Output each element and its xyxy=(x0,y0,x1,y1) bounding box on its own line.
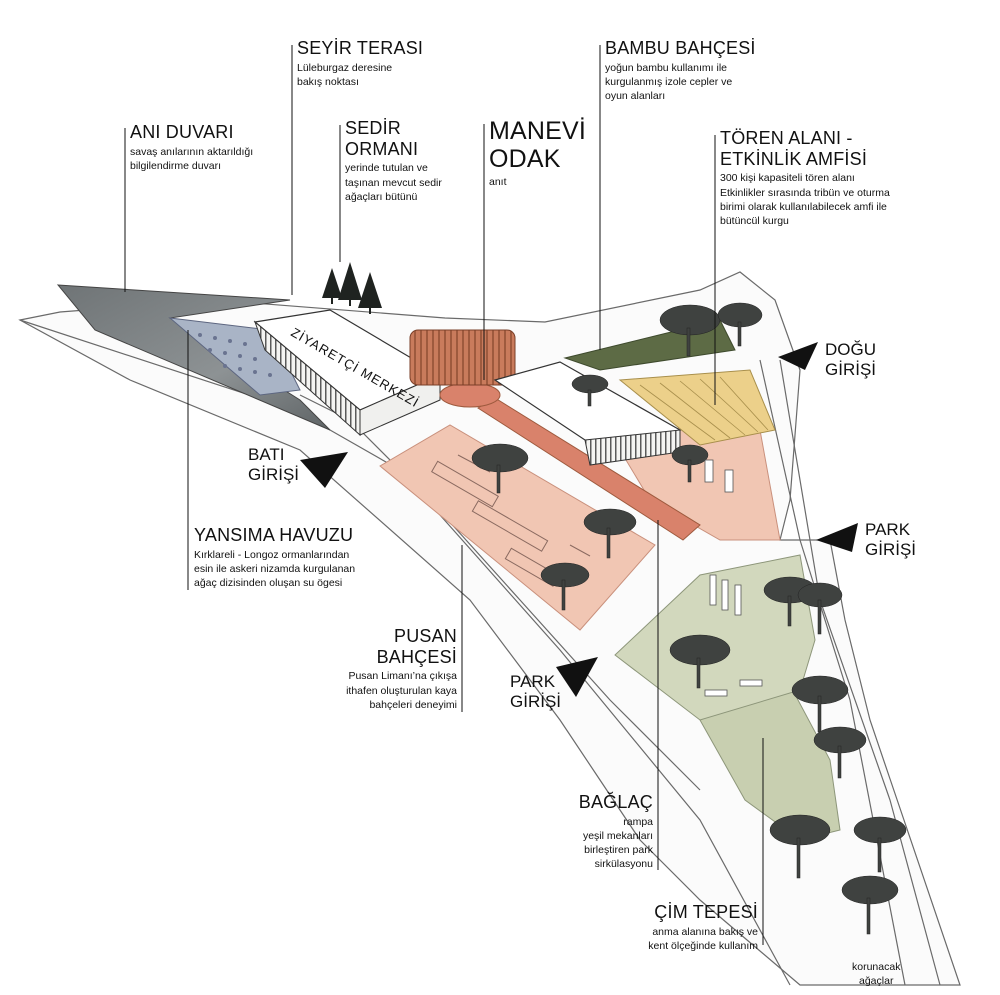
label-korunacak-agaclar: korunacak ağaçlar xyxy=(852,958,900,988)
seyir-terasi-desc: Lüleburgaz deresine bakış noktası xyxy=(297,61,393,88)
entrance-dogu: DOĞU GİRİŞİ xyxy=(825,340,876,381)
entrance-arrows xyxy=(300,342,858,697)
park-east-line2: GİRİŞİ xyxy=(865,540,917,560)
sedir-ormani-trees xyxy=(322,262,382,314)
label-cim-tepesi: ÇİM TEPESİ anma alanına bakış ve kent öl… xyxy=(560,902,758,953)
dogu-line1: DOĞU xyxy=(825,340,876,359)
pusan-bahcesi-title: PUSAN BAHÇESİ xyxy=(376,626,457,667)
korunacak-agaclar-desc: korunacak ağaçlar xyxy=(852,961,901,988)
ziyaretci-merkezi-side xyxy=(359,374,441,436)
park-benches xyxy=(704,459,763,697)
trees xyxy=(471,302,907,935)
park-mid-line2: GİRİŞİ xyxy=(510,692,562,712)
bati-line2: GİRİŞİ xyxy=(248,465,300,485)
pusan-bahcesi-desc: Pusan Limanı’na çıkışa ithafen oluşturul… xyxy=(346,670,457,711)
park-east-line1: PARK xyxy=(865,520,911,539)
entrance-park-mid: PARK GİRİŞİ xyxy=(510,672,561,713)
manevi-odak-base xyxy=(439,382,501,408)
label-manevi-odak: MANEVİ ODAK anıt xyxy=(489,117,587,189)
baglac-desc: rampa yeşil mekanları birleştiren park s… xyxy=(582,815,653,871)
label-toren-alani: TÖREN ALANI - ETKİNLİK AMFİSİ 300 kişi k… xyxy=(720,128,890,228)
label-ani-duvari: ANI DUVARI savaş anılarının aktarıldığı … xyxy=(130,122,253,173)
ani-duvari-desc: savaş anılarının aktarıldığı bilgilendir… xyxy=(130,145,254,172)
bambu-bahcesi-title: BAMBU BAHÇESİ xyxy=(605,38,756,58)
bambu-bahcesi-desc: yoğun bambu kullanımı ile kurgulanmış iz… xyxy=(605,61,733,103)
ani-duvari-title: ANI DUVARI xyxy=(130,122,234,142)
dogu-girisi-arrow-icon xyxy=(778,342,818,370)
park-mid-girisi-arrow-icon xyxy=(556,657,598,697)
label-baglac: BAĞLAÇ rampa yeşil mekanları birleştiren… xyxy=(520,792,653,871)
label-pusan-bahcesi: PUSAN BAHÇESİ Pusan Limanı’na çıkışa ith… xyxy=(300,626,457,712)
cim-tepesi-desc: anma alanına bakış ve kent ölçeğinde kul… xyxy=(648,925,758,952)
baglac-title: BAĞLAÇ xyxy=(578,792,653,812)
toren-alani-desc: 300 kişi kapasiteli tören alanı Etkinlik… xyxy=(720,172,890,227)
manevi-odak-column-ring xyxy=(409,329,516,386)
dogu-line2: GİRİŞİ xyxy=(825,360,877,380)
entrance-park-east: PARK GİRİŞİ xyxy=(865,520,916,561)
park-mid-line1: PARK xyxy=(510,672,556,691)
manevi-odak-title: MANEVİ ODAK xyxy=(489,117,587,173)
entrance-bati: BATI GİRİŞİ xyxy=(248,445,299,486)
toren-alani-title: TÖREN ALANI - ETKİNLİK AMFİSİ xyxy=(720,128,868,169)
pool-tree-dots xyxy=(198,333,272,377)
manevi-odak-desc: anıt xyxy=(489,176,507,188)
yansima-havuzu-desc: Kırklareli - Longoz ormanlarından esin i… xyxy=(194,548,356,590)
amfi-steps xyxy=(639,376,769,441)
yansima-havuzu-title: YANSIMA HAVUZU xyxy=(194,525,354,545)
label-sedir-ormani: SEDİR ORMANI yerinde tutulan ve taşınan … xyxy=(345,118,442,204)
sedir-ormani-title: SEDİR ORMANI xyxy=(345,118,419,159)
bati-line1: BATI xyxy=(248,445,285,464)
label-seyir-terasi: SEYİR TERASI Lüleburgaz deresine bakış n… xyxy=(297,38,423,89)
park-east-girisi-arrow-icon xyxy=(816,523,858,552)
seyir-terasi-title: SEYİR TERASI xyxy=(297,38,424,58)
label-yansima-havuzu: YANSIMA HAVUZU Kırklareli - Longoz orman… xyxy=(194,525,355,590)
leader-lines xyxy=(124,45,764,945)
bati-girisi-arrow-icon xyxy=(300,452,348,488)
pusan-rock-paths xyxy=(431,454,591,587)
label-bambu-bahcesi: BAMBU BAHÇESİ yoğun bambu kullanımı ile … xyxy=(605,38,756,103)
amfi-tribun xyxy=(618,369,776,446)
sedir-ormani-desc: yerinde tutulan ve taşınan mevcut sedir … xyxy=(345,162,442,203)
cim-tepesi-title: ÇİM TEPESİ xyxy=(654,902,758,922)
